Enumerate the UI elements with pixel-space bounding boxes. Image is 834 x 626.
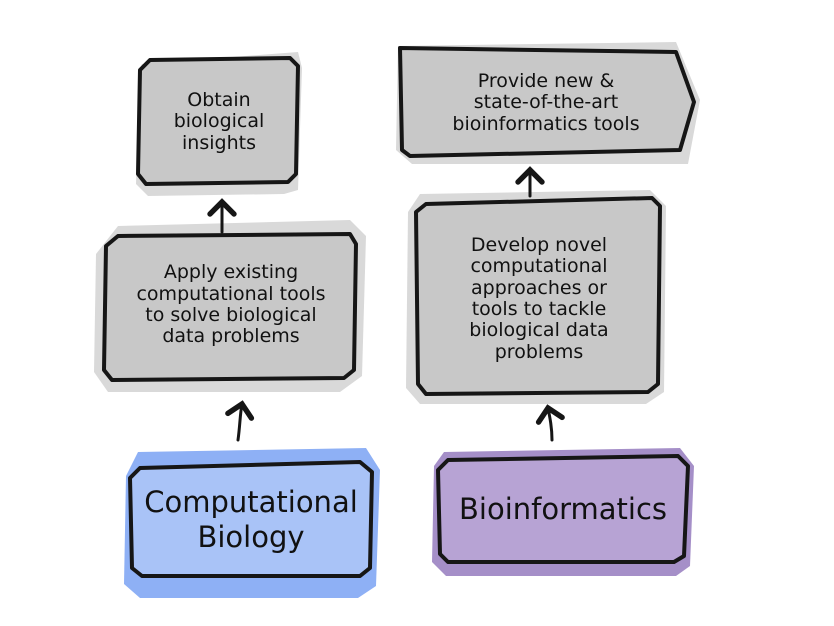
arrow-cb-to-apply bbox=[225, 400, 255, 442]
node-develop-approaches-shape bbox=[406, 190, 666, 404]
node-obtain-biological-insights-label: Obtain biological insights bbox=[173, 88, 265, 154]
node-computational-biology-shape bbox=[124, 448, 380, 598]
node-provide-tools-label: Provide new & state-of-the-art bioinform… bbox=[452, 69, 640, 135]
node-computational-biology-label: Computational Biology bbox=[144, 484, 358, 554]
node-obtain-insights-shape bbox=[136, 52, 302, 196]
node-obtain-biological-insights: Obtain biological insights bbox=[146, 64, 292, 180]
node-apply-existing-tools: Apply existing computational tools to so… bbox=[112, 238, 350, 372]
node-bioinformatics-label: Bioinformatics bbox=[459, 492, 667, 527]
node-computational-biology: Computational Biology bbox=[138, 468, 364, 572]
node-apply-tools-shape bbox=[94, 220, 366, 392]
node-develop-approaches-label: Develop novel computational approaches o… bbox=[469, 233, 609, 363]
node-provide-tools-shape bbox=[396, 42, 700, 164]
node-provide-tools: Provide new & state-of-the-art bioinform… bbox=[410, 56, 682, 150]
node-bioinformatics-shape bbox=[432, 448, 694, 576]
node-apply-existing-tools-label: Apply existing computational tools to so… bbox=[136, 261, 326, 348]
node-bioinformatics: Bioinformatics bbox=[446, 462, 680, 558]
arrow-bio-to-develop bbox=[535, 404, 565, 442]
node-develop-approaches: Develop novel computational approaches o… bbox=[426, 208, 652, 390]
